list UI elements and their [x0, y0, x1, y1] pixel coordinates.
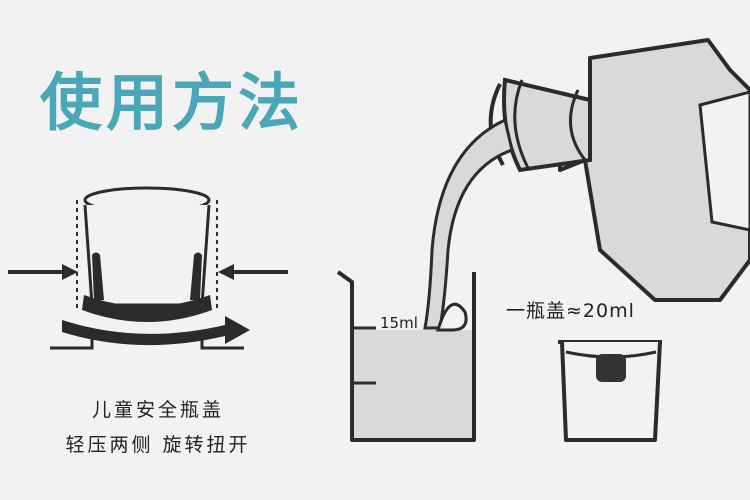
caption-line-2: 轻压两侧 旋转扭开 [58, 430, 258, 457]
stand-left [50, 338, 92, 348]
measuring-cap [558, 342, 662, 440]
press-arrow-left-icon [8, 264, 78, 280]
safety-cap-diagram [8, 188, 288, 348]
liquid-stream [425, 120, 512, 328]
beaker-mark-label: 15ml [380, 314, 418, 332]
beaker [338, 272, 474, 440]
press-arrow-right-icon [218, 264, 288, 280]
cap-measure-label: 一瓶盖≈20ml [506, 296, 635, 323]
cap-body [85, 205, 209, 305]
caption-line-1: 儿童安全瓶盖 [58, 395, 258, 422]
cap-grip [596, 354, 626, 382]
